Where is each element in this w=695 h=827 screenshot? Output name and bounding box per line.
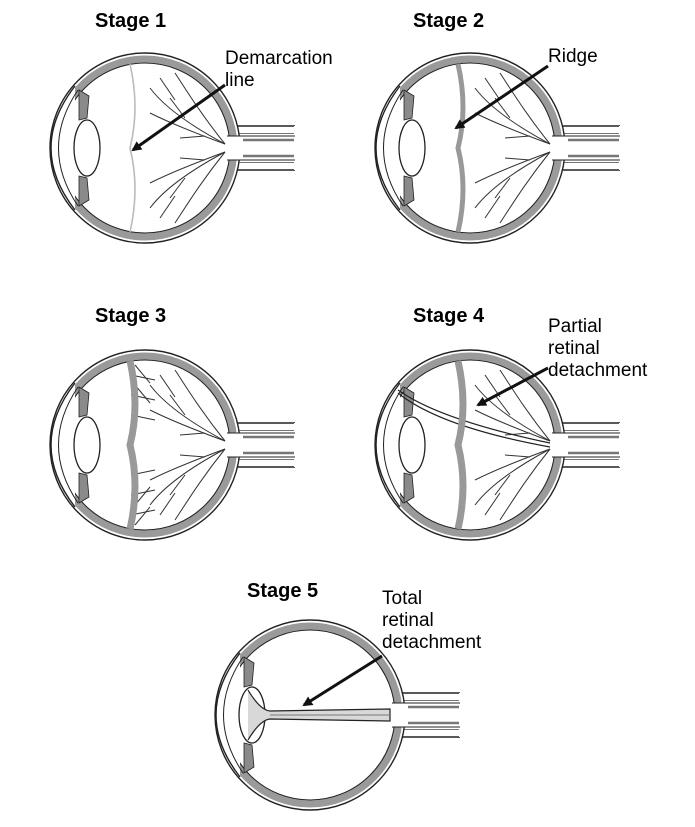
stage1-label-line2: line: [225, 70, 333, 92]
stage5-label: Total retinal detachment: [382, 588, 481, 654]
stage2-label-line1: Ridge: [548, 46, 598, 68]
stage5-title: Stage 5: [247, 580, 318, 602]
stage3-title: Stage 3: [95, 305, 166, 327]
stage2-label: Ridge: [548, 46, 598, 68]
stage1-title: Stage 1: [95, 10, 166, 32]
stage4-label-line2: retinal: [548, 338, 647, 360]
stage2-title: Stage 2: [413, 10, 484, 32]
stage4-label-line3: detachment: [548, 360, 647, 382]
stage5-label-line1: Total: [382, 588, 481, 610]
stage1-label-line1: Demarcation: [225, 48, 333, 70]
stage4-label: Partial retinal detachment: [548, 316, 647, 382]
stage5-label-line3: detachment: [382, 632, 481, 654]
stage4-title: Stage 4: [413, 305, 484, 327]
stage4-label-line1: Partial: [548, 316, 647, 338]
stage5-label-line2: retinal: [382, 610, 481, 632]
stage2-eye: [375, 53, 620, 243]
stage3-eye: [50, 350, 295, 540]
stage1-label: Demarcation line: [225, 48, 333, 92]
